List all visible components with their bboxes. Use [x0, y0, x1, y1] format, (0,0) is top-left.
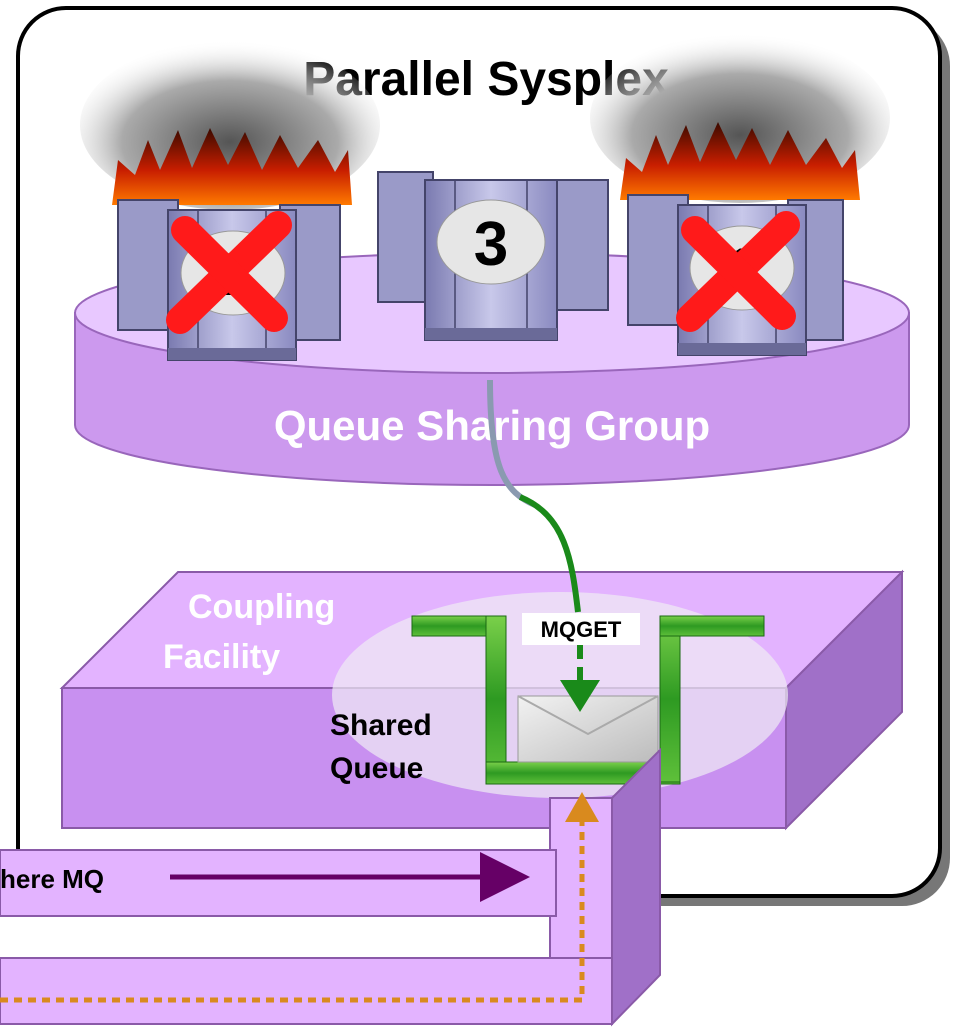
fail-x-mark-left: [166, 211, 292, 334]
network-label: here MQ: [0, 864, 104, 894]
mqget-arrow-head: [560, 680, 600, 712]
server-3-number: 3: [474, 210, 508, 279]
mqget-label-bg: [522, 613, 640, 645]
shared-queue-label-line2: Queue: [330, 752, 423, 785]
fail-x-mark-right: [676, 211, 800, 332]
network-orange-arrow-head: [565, 792, 599, 822]
mqget-label: MQGET: [541, 617, 622, 642]
network-pipe: [0, 747, 661, 1027]
cf-label-line1: Coupling: [188, 588, 335, 626]
message-envelope-icon: [517, 695, 659, 763]
shared-queue-label-line1: Shared: [330, 709, 432, 742]
fire-right: [590, 33, 890, 203]
cf-label-line2: Facility: [163, 638, 280, 676]
server-3-badge: [436, 199, 546, 285]
server-3: [377, 171, 609, 341]
mqget-arrow-line: [518, 494, 581, 613]
shared-queue-container: [411, 615, 765, 785]
fire-left: [80, 40, 380, 210]
network-orange-dotted-path: [0, 820, 585, 1003]
